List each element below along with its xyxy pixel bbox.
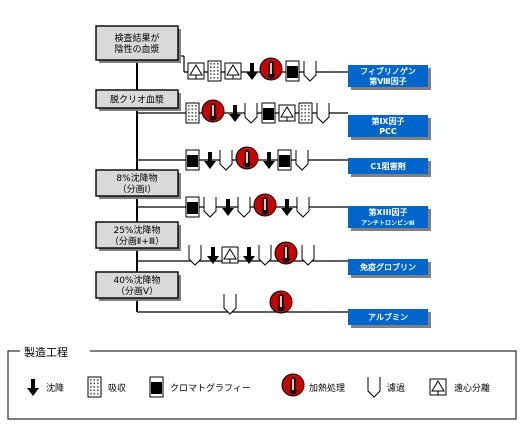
filtration-icon <box>367 377 381 398</box>
precipitation-icon <box>207 247 219 264</box>
process-row <box>185 193 310 218</box>
heat-treatment-icon <box>274 241 298 265</box>
heat-treatment-icon <box>201 99 225 123</box>
precipitation-icon <box>27 379 39 396</box>
source-box-fraction-2-3: 25%沈降物（分画Ⅱ+Ⅲ） <box>95 221 181 251</box>
chromatography-icon <box>285 60 300 82</box>
legend-label: 遠心分離 <box>454 382 490 394</box>
filtration-icon <box>258 245 272 266</box>
filtration-icon <box>223 294 237 315</box>
product-label: 第XIII因子 <box>368 207 407 217</box>
filtration-icon <box>316 103 330 124</box>
legend-item-adsorption: 吸収 <box>87 376 126 398</box>
precipitation-icon <box>263 152 275 169</box>
process-row <box>185 99 330 124</box>
product-sublabel: アンチトロンビンⅢ <box>361 219 415 227</box>
heat-treatment-icon <box>269 290 293 314</box>
adsorption-icon <box>207 60 222 82</box>
centrifugation-icon <box>429 378 447 396</box>
product-label: フィブリノゲン <box>360 66 416 76</box>
centrifugation-icon <box>224 62 242 80</box>
source-label: （分画Ⅱ+Ⅲ） <box>110 236 164 247</box>
precipitation-icon <box>281 199 293 216</box>
precipitation-icon <box>204 152 216 169</box>
legend-label: 沈降 <box>46 382 64 394</box>
filtration-icon <box>295 150 309 171</box>
product-label: 第Ⅸ因子 <box>372 116 405 126</box>
legend-item-precipitation: 沈降 <box>27 379 64 396</box>
precipitation-icon <box>222 199 234 216</box>
filtration-icon <box>303 61 317 82</box>
source-label: （分画Ⅰ） <box>118 184 157 195</box>
filtration-icon <box>301 245 315 266</box>
centrifugation-icon <box>221 246 239 264</box>
process-row <box>187 57 317 82</box>
legend-item-centrifugation: 遠心分離 <box>429 378 490 396</box>
process-row <box>223 290 293 315</box>
legend-item-heat-treatment: 加熱処理 <box>281 373 345 397</box>
source-box-cryo-poor-plasma: 脱クリオ血漿 <box>95 89 181 111</box>
filtration-icon <box>203 197 217 218</box>
product-label: C1阻害剤 <box>370 161 405 171</box>
process-row <box>185 146 309 171</box>
source-label: 陰性の血漿 <box>114 43 159 55</box>
heat-treatment-icon <box>235 146 259 170</box>
adsorption-icon <box>185 102 200 124</box>
legend-frame <box>7 350 517 420</box>
product-box-albumin: アルブミン <box>348 309 431 328</box>
heat-treatment-icon <box>259 57 283 81</box>
filtration-icon <box>219 150 233 171</box>
chromatography-icon <box>185 149 200 171</box>
chromatography-icon <box>149 376 164 398</box>
precipitation-icon <box>246 63 258 80</box>
chromatography-icon <box>277 149 292 171</box>
heat-treatment-icon <box>281 373 305 397</box>
chromatography-icon <box>261 102 276 124</box>
adsorption-icon <box>87 376 102 398</box>
legend-item-filtration: 濾過 <box>367 377 405 398</box>
source-label: 25%沈降物 <box>113 224 160 236</box>
precipitation-icon <box>229 105 241 122</box>
product-sublabel: PCC <box>379 127 397 136</box>
legend-item-chromatography: クロマトグラフィー <box>149 376 251 398</box>
process-row <box>188 241 315 266</box>
adsorption-icon <box>298 102 313 124</box>
heat-treatment-icon <box>253 193 277 217</box>
product-box-c1-inhibitor: C1阻害剤 <box>348 158 431 177</box>
source-label: （分画Ⅴ） <box>116 286 158 297</box>
product-label: アルブミン <box>368 312 408 322</box>
centrifugation-icon <box>278 104 296 122</box>
product-sublabel: 第Ⅷ因子 <box>369 76 406 86</box>
product-label: 免疫グロブリン <box>360 262 416 272</box>
legend-label: 加熱処理 <box>309 382 345 394</box>
filtration-icon <box>188 245 202 266</box>
product-box-immunoglobulin: 免疫グロブリン <box>348 259 431 278</box>
precipitation-icon <box>243 247 255 264</box>
source-label: 8%沈降物 <box>116 172 157 184</box>
source-label: 脱クリオ血漿 <box>110 94 164 106</box>
source-label: 検査結果が <box>114 32 159 44</box>
source-label: 40%沈降物 <box>113 274 160 286</box>
filtration-icon <box>296 197 310 218</box>
source-box-fraction-1: 8%沈降物（分画Ⅰ） <box>95 169 181 199</box>
filtration-icon <box>244 103 258 124</box>
centrifugation-icon <box>187 62 205 80</box>
chromatography-icon <box>185 196 200 218</box>
legend-title: 製造工程 <box>24 345 68 359</box>
legend-label: 濾過 <box>387 382 405 394</box>
legend-label: 吸収 <box>108 382 126 394</box>
legend-label: クロマトグラフィー <box>170 382 251 394</box>
filtration-icon <box>237 197 251 218</box>
source-box-fraction-5: 40%沈降物（分画Ⅴ） <box>95 271 181 301</box>
